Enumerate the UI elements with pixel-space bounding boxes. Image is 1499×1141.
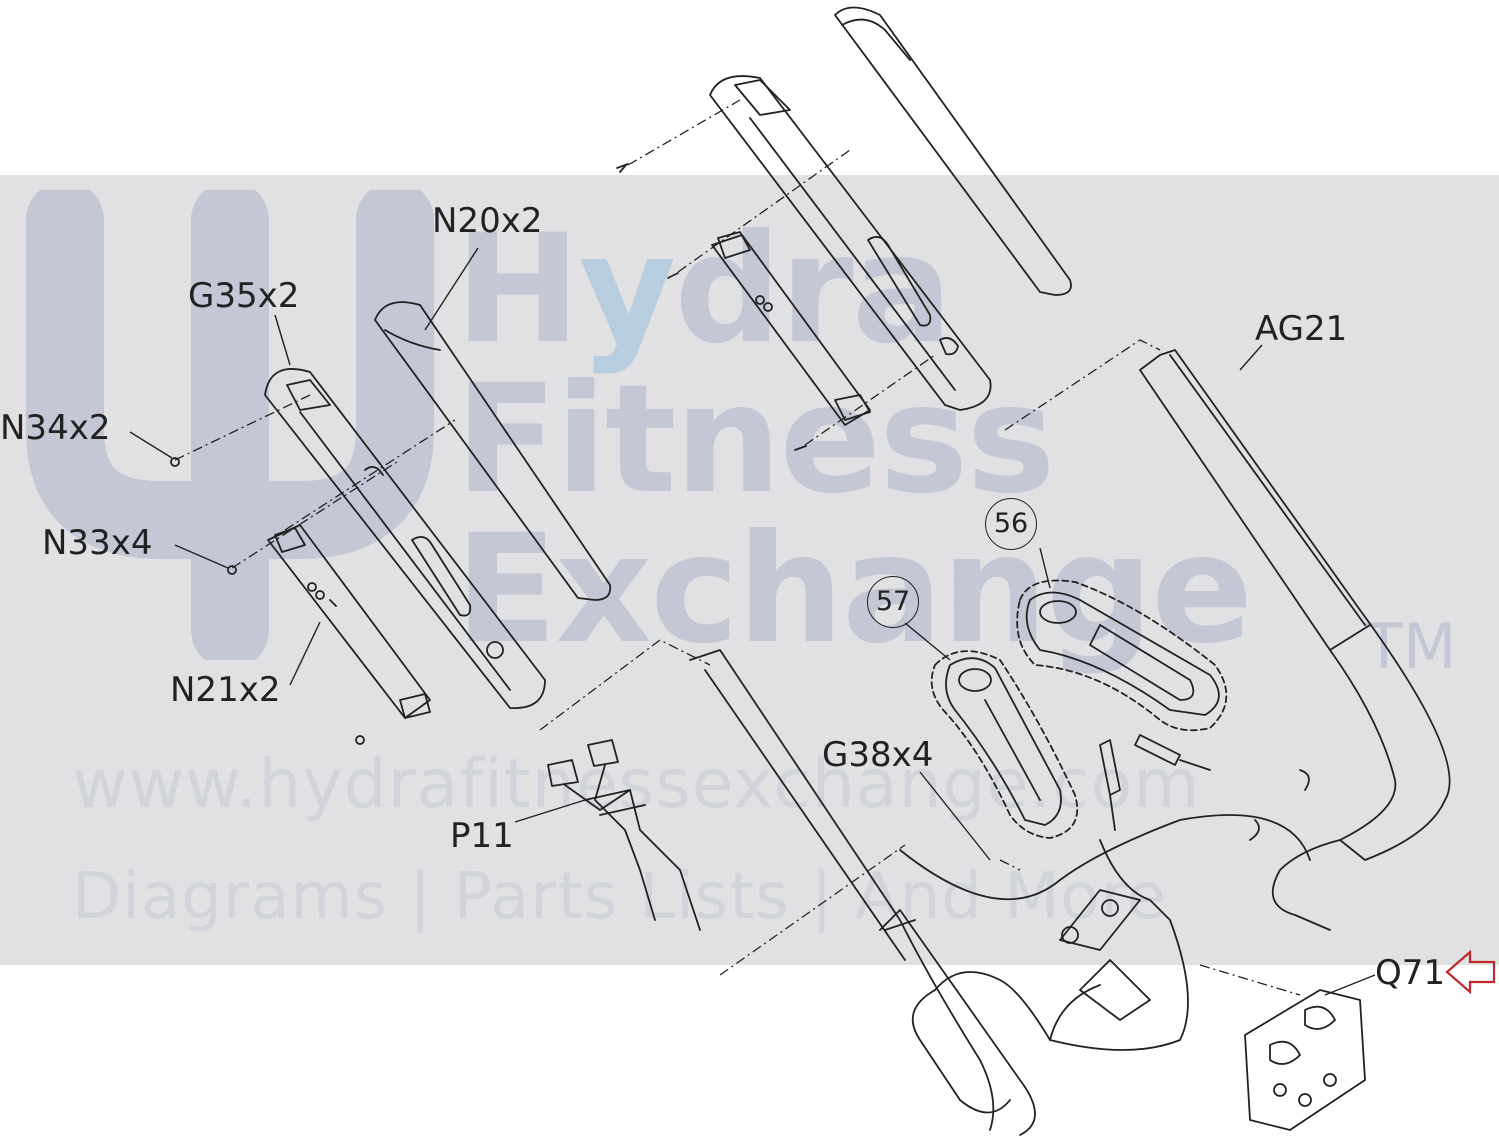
- main-frame: [689, 649, 1311, 1131]
- callout-56: 56: [985, 498, 1037, 550]
- callout-g35: G35x2: [188, 276, 300, 316]
- callout-n20: N20x2: [432, 201, 543, 241]
- watermark-brand-tail: dra: [674, 203, 953, 377]
- grip-cover-left: [374, 301, 612, 601]
- left-screws: [170, 457, 365, 745]
- connectors: [1099, 734, 1310, 841]
- alignment-lines: [174, 99, 1301, 996]
- grip-57-outline: [930, 650, 1079, 839]
- grip-56: [1025, 591, 1220, 716]
- upper-grip-cover-right: [834, 6, 1072, 296]
- right-handle-tube: [1139, 349, 1451, 931]
- callout-q71: Q71: [1375, 953, 1446, 993]
- upper-bracket-right: [711, 231, 871, 426]
- trident-icon: [26, 190, 434, 660]
- lower-left-tube: [879, 909, 1036, 1136]
- upper-screws: [616, 163, 807, 451]
- callout-57: 57: [867, 576, 919, 628]
- wire-harness: [547, 739, 701, 931]
- end-cap-q71: [1244, 989, 1366, 1131]
- callout-ag21: AG21: [1255, 309, 1348, 349]
- callout-n21: N21x2: [170, 670, 281, 710]
- callout-p11: P11: [450, 816, 514, 856]
- watermark-brand-line-3: Exchange: [455, 503, 1253, 677]
- watermark-brand-initial: H: [455, 203, 581, 377]
- callout-n34: N34x2: [0, 408, 111, 448]
- watermark-trademark: TM: [1365, 610, 1457, 683]
- upper-handle-bar-right: [709, 75, 992, 411]
- watermark-brand-rest: y: [578, 203, 677, 377]
- callout-g38: G38x4: [822, 735, 934, 775]
- leader-lines: [129, 247, 1376, 996]
- grip-57: [945, 657, 1062, 826]
- grip-56-outline: [1016, 579, 1228, 732]
- callout-n33: N33x4: [42, 523, 153, 563]
- handle-bar-left: [264, 368, 546, 709]
- highlight-arrow-icon: [1445, 949, 1496, 995]
- bracket-left: [267, 524, 431, 719]
- watermark-brand-line-1: Hydra: [455, 215, 953, 365]
